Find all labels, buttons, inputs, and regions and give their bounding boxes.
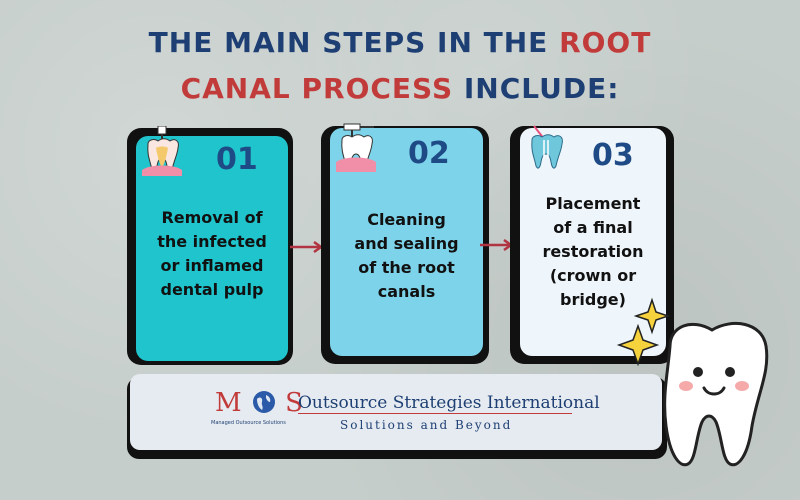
step-number: 02 [408, 136, 450, 171]
step-text-line: (crown or [549, 266, 637, 285]
logo-tagline: Managed Outsource Solutions [211, 420, 286, 426]
arrow-right-icon [290, 240, 324, 254]
step-text-line: bridge) [560, 290, 626, 309]
logo-mark: M S [215, 388, 304, 418]
step-number: 01 [216, 142, 258, 177]
title-accent: CANAL PROCESS [180, 72, 454, 105]
step-text: Cleaning and sealing of the root canals [330, 208, 483, 304]
title-accent: ROOT [559, 26, 652, 59]
tooth-pulp-icon [142, 126, 182, 176]
globe-icon [252, 391, 275, 413]
step-text: Placement of a final restoration (crown … [520, 192, 666, 312]
page-title-line-2: CANAL PROCESS INCLUDE: [0, 72, 800, 105]
step-text-line: the infected [157, 232, 267, 251]
tooth-mascot-icon [616, 297, 769, 467]
step-text-line: canals [377, 282, 436, 301]
page-title-line-1: THE MAIN STEPS IN THE ROOT [0, 26, 800, 59]
step-text-line: Placement [545, 194, 641, 213]
step-card-2: 02 Cleaning and sealing of the root cana… [330, 123, 483, 356]
step-card-1: 01 Removal of the infected or inflamed d… [136, 126, 288, 361]
step-text-line: or inflamed [160, 256, 264, 275]
tooth-drill-icon [336, 123, 376, 172]
logo-subtitle: Solutions and Beyond [340, 418, 513, 432]
step-text-line: and sealing [354, 234, 459, 253]
tooth-file-icon [531, 125, 563, 169]
logo-mark-s: S [285, 388, 304, 418]
step-text-line: of a final [553, 218, 633, 237]
step-text-line: Removal of [161, 208, 263, 227]
step-text-line: restoration [542, 242, 644, 261]
logo-company-name: Outsource Strategies International [298, 393, 600, 413]
arrow-right-icon [480, 238, 514, 252]
step-text-line: Cleaning [367, 210, 446, 229]
step-text: Removal of the infected or inflamed dent… [136, 206, 288, 302]
title-text: THE MAIN STEPS IN THE [148, 26, 560, 59]
step-text-line: of the root [358, 258, 455, 277]
step-text-line: dental pulp [160, 280, 264, 299]
logo-divider [298, 413, 572, 414]
logo-banner [130, 374, 662, 450]
step-number: 03 [592, 138, 634, 173]
logo-mark-m: M [215, 388, 243, 418]
title-text: INCLUDE: [453, 72, 620, 105]
